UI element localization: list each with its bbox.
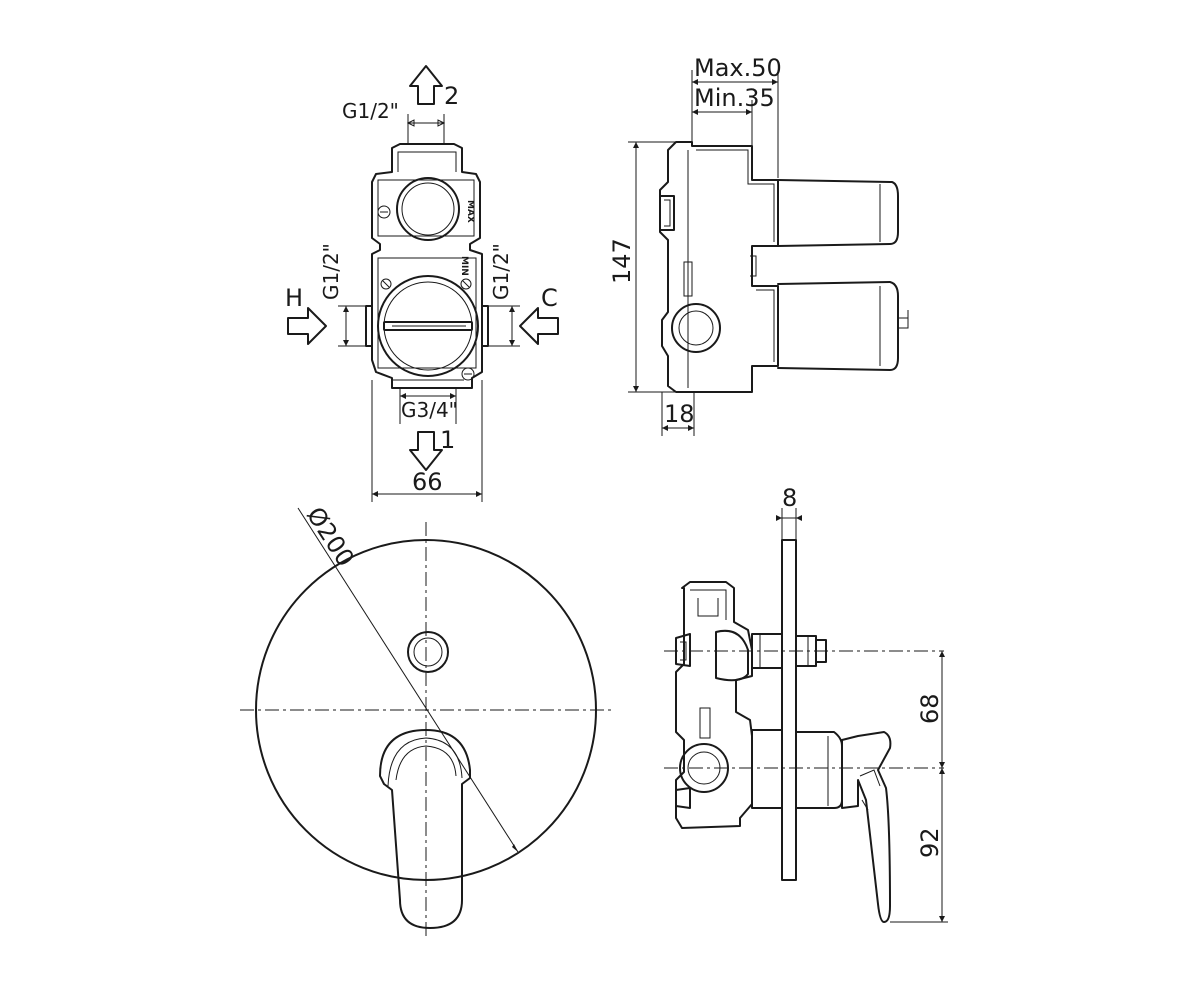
arrow-cold-inlet bbox=[519, 307, 559, 345]
label-g12-right: G1/2" bbox=[489, 243, 513, 300]
label-cold: C bbox=[541, 284, 558, 312]
cartridge-slot bbox=[383, 321, 473, 331]
arrow-down-outlet-1 bbox=[409, 431, 443, 471]
label-outlet-1: 1 bbox=[440, 426, 455, 454]
label-plate-8: 8 bbox=[782, 484, 797, 512]
valve-body-outline bbox=[371, 143, 483, 389]
label-depth-18: 18 bbox=[664, 400, 695, 428]
cartridge-seat-outer bbox=[377, 275, 479, 377]
label-g12-top: G1/2" bbox=[342, 99, 399, 123]
cover-plate-front-view: Ø200 bbox=[240, 502, 614, 940]
label-g34: G3/4" bbox=[401, 398, 458, 422]
label-g12-left: G1/2" bbox=[319, 243, 343, 300]
diverter-knob-inner bbox=[413, 637, 443, 667]
valve-front-view: 2 G1/2" MAX MIN bbox=[285, 65, 559, 502]
assembly-lever bbox=[841, 731, 892, 923]
dim-diameter-line bbox=[297, 507, 519, 853]
side-body-outline bbox=[659, 141, 779, 393]
assembly-side-view: 8 bbox=[664, 484, 948, 923]
side-trim-upper bbox=[777, 179, 899, 247]
label-max50: Max.50 bbox=[694, 54, 782, 82]
label-diameter-200: Ø200 bbox=[301, 502, 360, 572]
cover-plate-circle bbox=[255, 539, 597, 881]
upper-port-outer bbox=[396, 177, 460, 241]
min-mark: MIN bbox=[459, 256, 469, 276]
side-port-outer bbox=[671, 303, 721, 353]
upper-port-inner bbox=[401, 182, 455, 236]
arrow-hot-inlet bbox=[287, 307, 327, 345]
valve-side-view: Max.50 Min.35 147 bbox=[608, 54, 909, 436]
label-width-66: 66 bbox=[412, 468, 443, 496]
assembly-body bbox=[675, 581, 753, 829]
max-mark: MAX bbox=[465, 200, 475, 223]
cover-plate-side bbox=[781, 539, 797, 881]
arrow-up-outlet-2 bbox=[409, 65, 443, 105]
label-dist-92: 92 bbox=[916, 827, 944, 858]
label-min35: Min.35 bbox=[694, 84, 775, 112]
label-hot: H bbox=[285, 284, 303, 312]
lever-handle bbox=[379, 729, 471, 929]
label-outlet-2: 2 bbox=[444, 82, 459, 110]
diverter-knob-outer bbox=[407, 631, 449, 673]
label-dist-68: 68 bbox=[916, 693, 944, 724]
label-height-147: 147 bbox=[608, 238, 636, 284]
